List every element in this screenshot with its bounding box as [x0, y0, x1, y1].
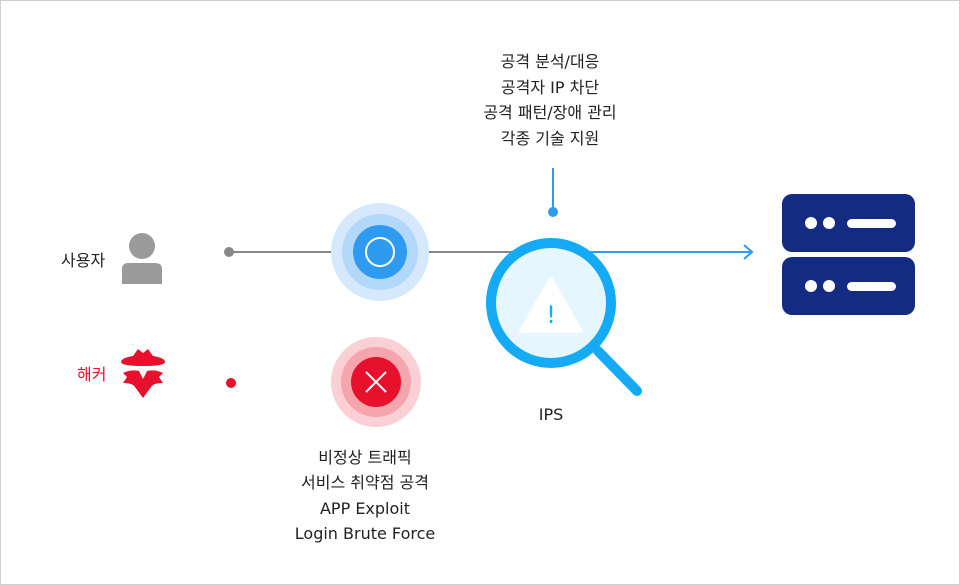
- ips-magnifier-icon: !: [486, 238, 642, 396]
- arrow-head-icon: [743, 244, 754, 260]
- hacker-label: 해커: [77, 365, 106, 384]
- warning-icon: [519, 277, 583, 333]
- blocked-traffic-list: 비정상 트래픽 서비스 취약점 공격 APP Exploit Login Bru…: [295, 448, 435, 543]
- blocked-traffic-item: APP Exploit: [320, 499, 410, 518]
- callout-dot: [548, 207, 558, 217]
- blocked-traffic-item: 서비스 취약점 공격: [301, 473, 429, 492]
- hacker-icon: [121, 349, 165, 398]
- user-line-start-dot: [224, 247, 234, 257]
- ips-function-item: 공격 분석/대응: [501, 52, 600, 71]
- hacker-line-start-dot: [226, 378, 236, 388]
- svg-text:!: !: [546, 301, 556, 329]
- ips-label: IPS: [539, 405, 564, 424]
- block-indicator-icon: [331, 337, 421, 427]
- allow-indicator-icon: [331, 203, 429, 301]
- ips-function-item: 공격자 IP 차단: [501, 78, 599, 97]
- user-icon: [122, 233, 162, 284]
- user-label: 사용자: [61, 251, 105, 270]
- ips-function-item: 공격 패턴/장애 관리: [483, 103, 616, 122]
- blocked-traffic-item: Login Brute Force: [295, 524, 435, 543]
- server-icon: [782, 194, 915, 315]
- ips-function-item: 각종 기술 지원: [501, 129, 600, 148]
- blocked-traffic-item: 비정상 트래픽: [318, 448, 411, 467]
- ips-functions-list: 공격 분석/대응 공격자 IP 차단 공격 패턴/장애 관리 각종 기술 지원: [483, 52, 616, 148]
